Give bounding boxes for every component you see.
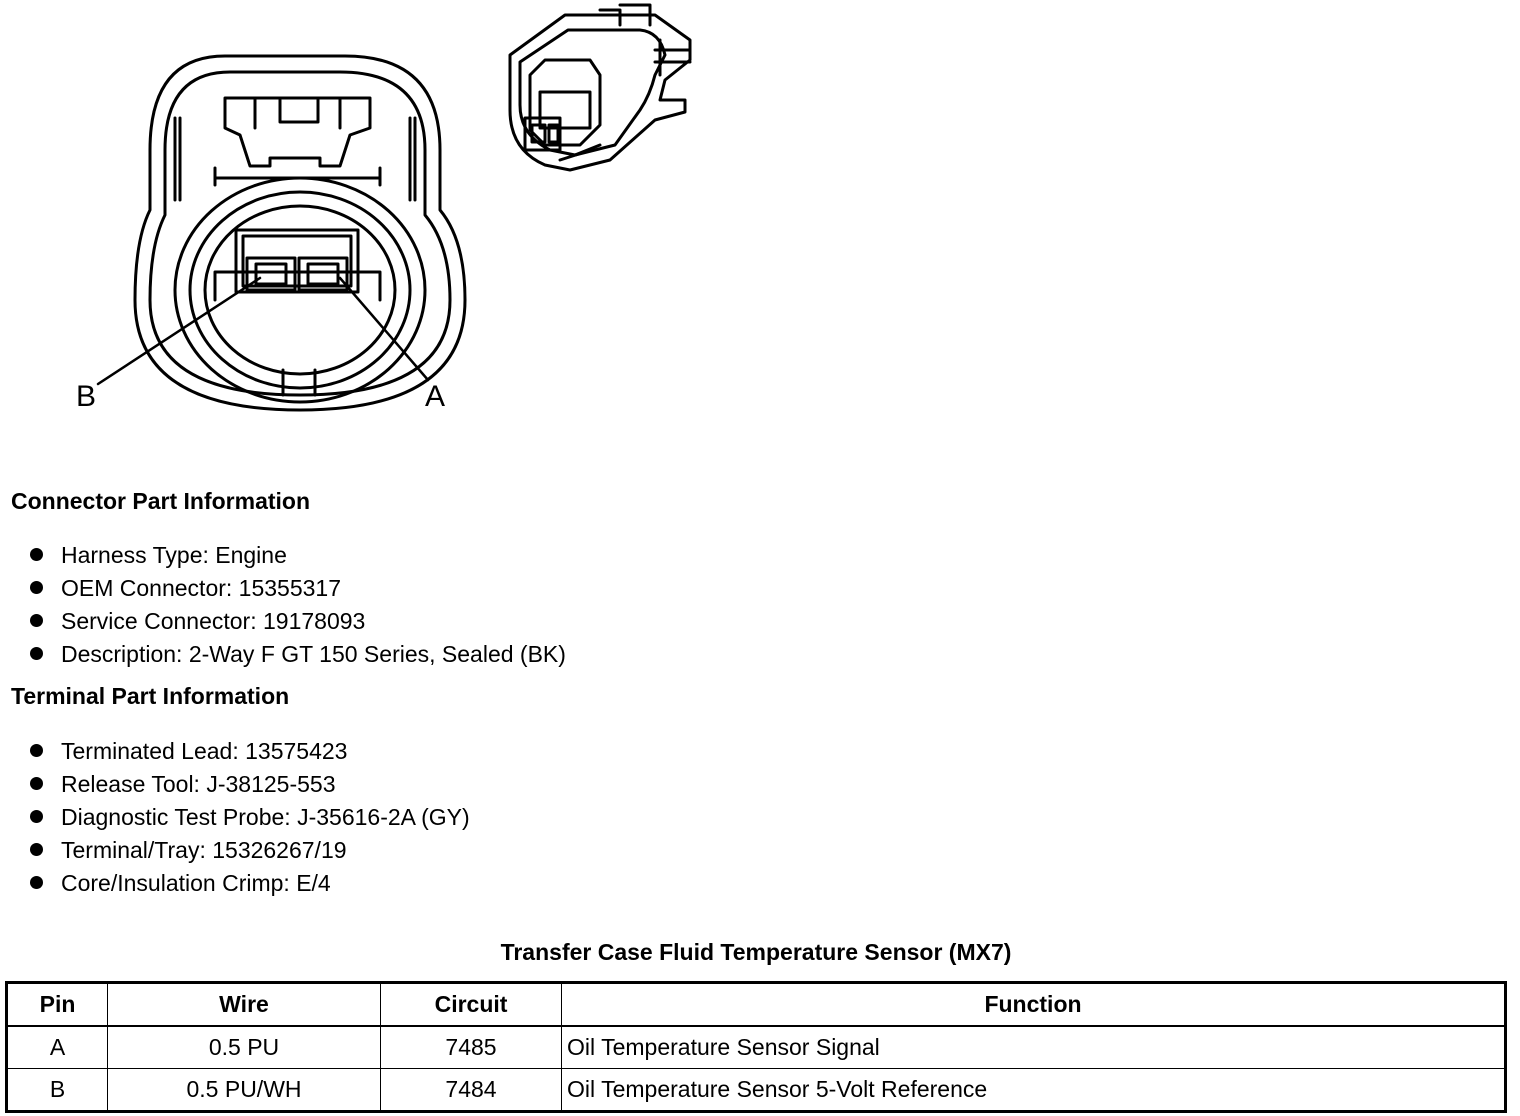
list-item: Harness Type: Engine bbox=[30, 539, 566, 572]
column-header-pin: Pin bbox=[6, 982, 108, 1027]
bullet-icon bbox=[30, 876, 43, 889]
cell-wire: 0.5 PU bbox=[107, 1025, 381, 1069]
list-item: Release Tool: J-38125-553 bbox=[30, 768, 470, 801]
connector-info-heading: Connector Part Information bbox=[11, 488, 311, 514]
bullet-icon bbox=[30, 744, 43, 757]
bullet-icon bbox=[30, 548, 43, 561]
list-item: OEM Connector: 15355317 bbox=[30, 572, 566, 605]
bullet-icon bbox=[30, 810, 43, 823]
list-item-text: Service Connector: 19178093 bbox=[61, 608, 366, 634]
pin-a-label: A bbox=[425, 380, 446, 413]
connector-illustrations bbox=[96, 3, 692, 412]
bullet-icon bbox=[30, 647, 43, 660]
cell-wire: 0.5 PU/WH bbox=[107, 1068, 381, 1112]
bullet-icon bbox=[30, 843, 43, 856]
list-item-text: Release Tool: J-38125-553 bbox=[61, 771, 336, 797]
list-item: Terminal/Tray: 15326267/19 bbox=[30, 834, 470, 867]
list-item-text: OEM Connector: 15355317 bbox=[61, 575, 342, 601]
list-item-text: Core/Insulation Crimp: E/4 bbox=[61, 870, 331, 896]
list-item: Service Connector: 19178093 bbox=[30, 605, 566, 638]
connector-3d-view bbox=[508, 3, 692, 172]
terminal-info-heading: Terminal Part Information bbox=[11, 683, 290, 709]
list-item: Description: 2-Way F GT 150 Series, Seal… bbox=[30, 638, 566, 671]
table-title: Transfer Case Fluid Temperature Sensor (… bbox=[500, 939, 1012, 965]
bullet-icon bbox=[30, 581, 43, 594]
list-item: Diagnostic Test Probe: J-35616-2A (GY) bbox=[30, 801, 470, 834]
cell-function: Oil Temperature Sensor Signal bbox=[561, 1025, 1506, 1069]
list-item-text: Terminal/Tray: 15326267/19 bbox=[61, 837, 347, 863]
list-item-text: Diagnostic Test Probe: J-35616-2A (GY) bbox=[61, 804, 470, 830]
connector-info-list: Harness Type: Engine OEM Connector: 1535… bbox=[30, 539, 566, 671]
list-item: Terminated Lead: 13575423 bbox=[30, 735, 470, 768]
cell-circuit: 7485 bbox=[380, 1025, 562, 1069]
table-row: A 0.5 PU 7485 Oil Temperature Sensor Sig… bbox=[6, 1025, 1506, 1069]
column-header-function: Function bbox=[561, 982, 1506, 1027]
column-header-circuit: Circuit bbox=[380, 982, 562, 1027]
table-row: B 0.5 PU/WH 7484 Oil Temperature Sensor … bbox=[6, 1068, 1506, 1112]
connector-face-view bbox=[96, 54, 467, 412]
column-header-wire: Wire bbox=[107, 982, 381, 1027]
bullet-icon bbox=[30, 614, 43, 627]
list-item-text: Harness Type: Engine bbox=[61, 542, 287, 568]
table-header-row: Pin Wire Circuit Function bbox=[6, 982, 1506, 1027]
terminal-info-list: Terminated Lead: 13575423 Release Tool: … bbox=[30, 735, 470, 900]
list-item-text: Description: 2-Way F GT 150 Series, Seal… bbox=[61, 641, 566, 667]
cell-function: Oil Temperature Sensor 5-Volt Reference bbox=[561, 1068, 1506, 1112]
cell-circuit: 7484 bbox=[380, 1068, 562, 1112]
cell-pin: A bbox=[6, 1025, 108, 1069]
list-item-text: Terminated Lead: 13575423 bbox=[61, 738, 348, 764]
list-item: Core/Insulation Crimp: E/4 bbox=[30, 867, 470, 900]
pin-b-label: B bbox=[76, 380, 97, 413]
bullet-icon bbox=[30, 777, 43, 790]
cell-pin: B bbox=[6, 1068, 108, 1112]
pinout-table: Pin Wire Circuit Function A 0.5 PU 7485 … bbox=[5, 981, 1507, 1113]
